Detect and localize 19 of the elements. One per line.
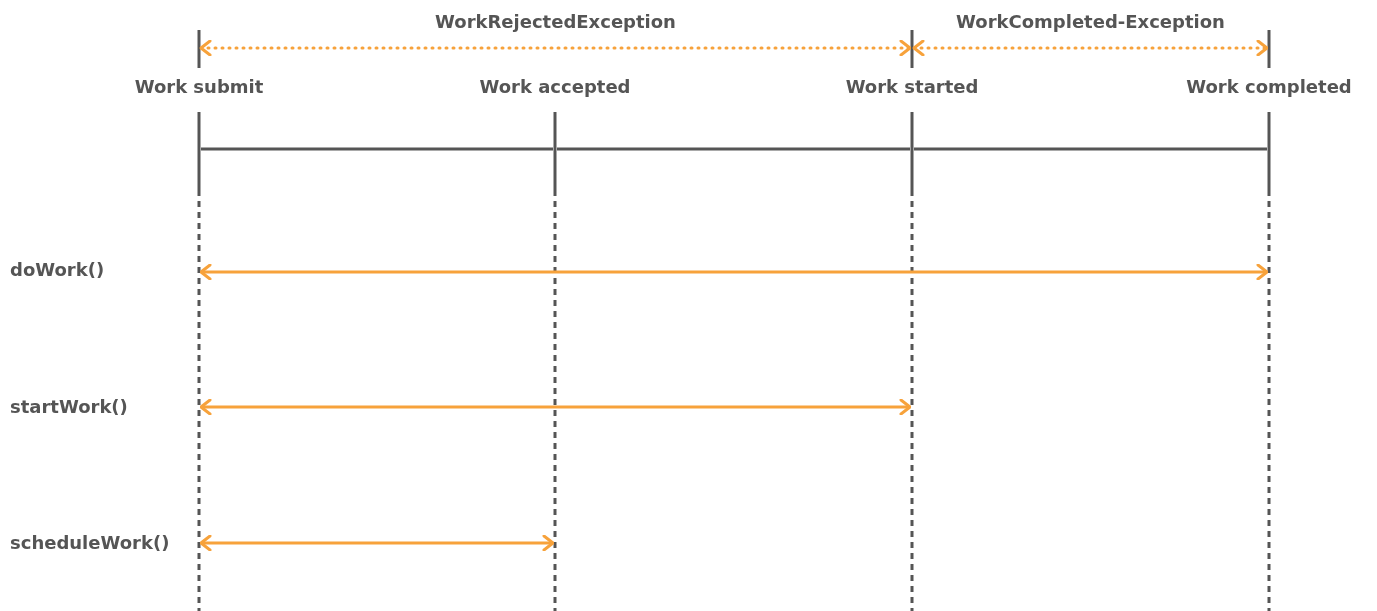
milestone-label: Work started [845,76,979,97]
milestone-label: Work accepted [479,76,631,97]
timeline-marker [910,112,914,611]
arrow [199,534,555,552]
timeline-segment [201,147,553,151]
timeline-segment [914,147,1267,151]
milestone-label: Work submit [134,76,264,97]
method-label: startWork() [10,396,128,417]
arrow [912,39,1269,57]
method-label: scheduleWork() [10,532,170,553]
arrow [199,263,1269,281]
milestone-label: Work completed [1186,76,1352,97]
method-label: doWork() [10,259,105,280]
arrow [199,39,912,57]
timeline-marker [553,112,557,611]
timeline-segment [557,147,910,151]
timeline-marker [1267,112,1271,611]
timeline-marker [197,112,201,611]
arrow [199,398,912,416]
